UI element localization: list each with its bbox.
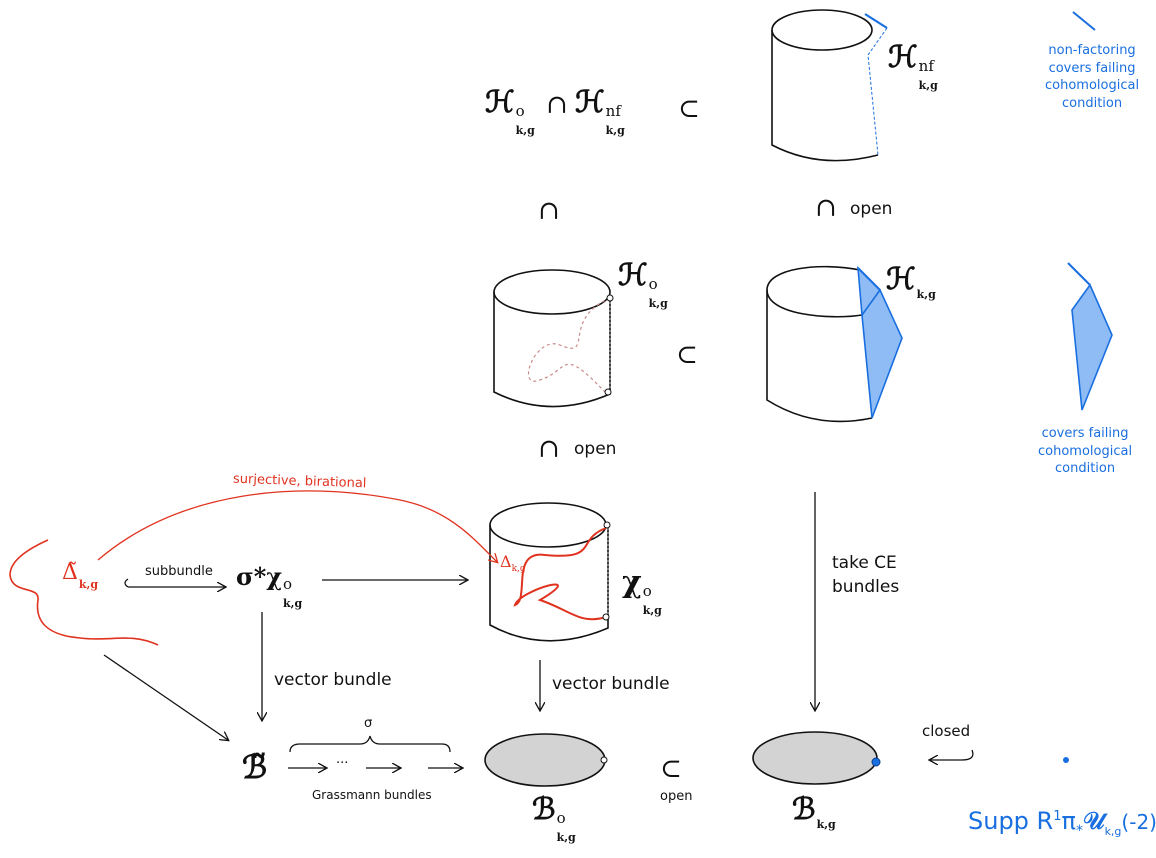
sigma-brace bbox=[289, 735, 451, 753]
meet-mid: ∩ bbox=[538, 434, 560, 464]
vector-bundle-left-label: vector bundle bbox=[274, 670, 392, 690]
node-b-tilde: ℬ̃ bbox=[242, 748, 268, 786]
disc-b bbox=[752, 731, 878, 785]
disc-b-boundary-point bbox=[871, 757, 881, 767]
cap-symbol: ∩ bbox=[546, 90, 568, 120]
node-delta-tilde: Δ̃k,g bbox=[62, 560, 99, 591]
cylinder-h-nf bbox=[771, 9, 888, 162]
cylinder-h bbox=[766, 265, 903, 423]
arrow-delta-to-b bbox=[103, 654, 228, 740]
arrow-surjective bbox=[97, 490, 497, 562]
meet-right: ∩ bbox=[815, 193, 837, 223]
sigma-label: σ bbox=[364, 716, 373, 731]
subbundle-label: subbundle bbox=[145, 564, 213, 579]
supp-label: Supp R1π*𝒰k,g(-2) bbox=[968, 806, 1156, 839]
subset-top: ⊂ bbox=[678, 94, 700, 124]
node-h-full: ℋk,g bbox=[886, 262, 936, 301]
supp-point bbox=[1063, 757, 1069, 763]
closed-label: closed bbox=[922, 722, 971, 740]
grassmann-label: Grassmann bundles bbox=[312, 788, 432, 802]
arrow-closed bbox=[930, 749, 974, 760]
disc-b-o bbox=[484, 733, 606, 787]
dots-label: ··· bbox=[336, 756, 349, 771]
cylinder-h-o bbox=[493, 269, 614, 408]
open-bottom-label: open bbox=[660, 789, 693, 804]
subset-bottom: ⊂ bbox=[660, 754, 682, 784]
cylinder-chi-o bbox=[489, 502, 611, 642]
delta-tilde-boundary bbox=[9, 539, 159, 646]
meet-left: ∩ bbox=[538, 196, 560, 226]
node-delta-small: Δk,g bbox=[500, 552, 526, 575]
subset-mid: ⊂ bbox=[676, 340, 698, 370]
legend-nf-text: non-factoring covers failing cohomologic… bbox=[1045, 43, 1140, 111]
take-ce-label: take CE bundles bbox=[832, 553, 900, 597]
legend-cf-marker bbox=[1067, 262, 1113, 411]
legend-cf-text: covers failing cohomological condition bbox=[1038, 426, 1133, 477]
node-b-full: ℬk,g bbox=[792, 792, 836, 831]
vector-bundle-mid-label: vector bundle bbox=[552, 674, 670, 694]
open-right-label: open bbox=[850, 199, 893, 219]
legend-nf-marker bbox=[1072, 11, 1096, 31]
open-mid-label: open bbox=[574, 439, 617, 459]
